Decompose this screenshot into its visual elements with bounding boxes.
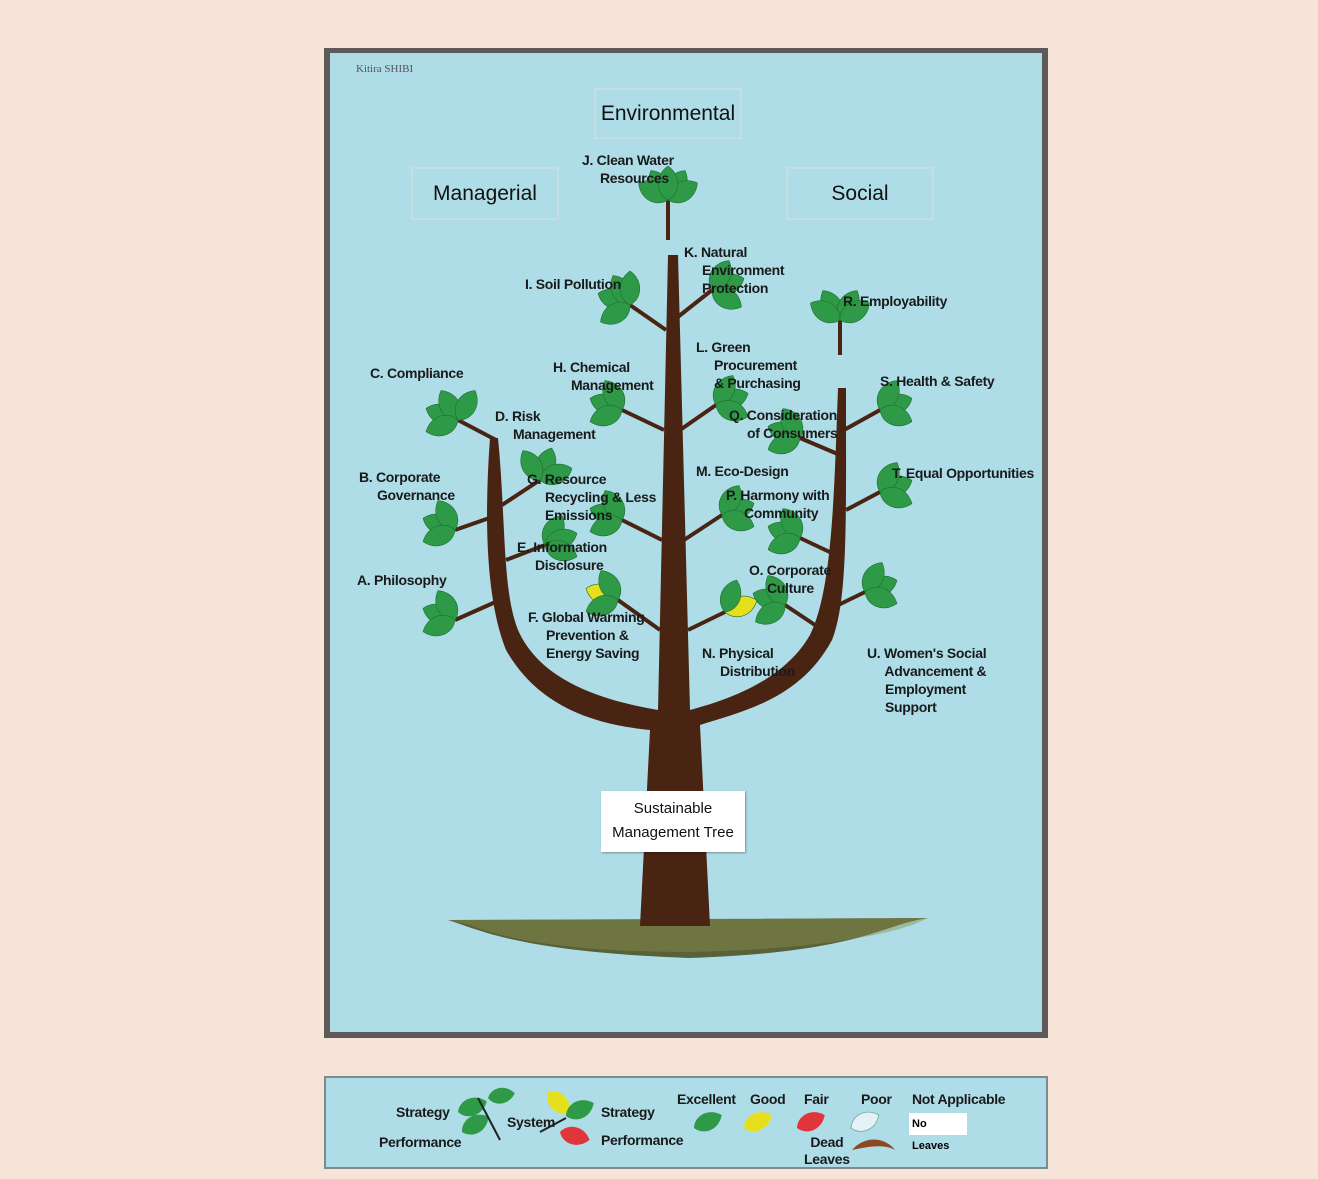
branch-label-a: A. Philosophy bbox=[357, 571, 446, 589]
legend-excellent: Excellent bbox=[677, 1091, 736, 1107]
branch-label-g: G. Resource Recycling & Less Emissions bbox=[527, 470, 656, 524]
branch-label-k: K. Natural Environment Protection bbox=[684, 243, 784, 297]
branch-label-s: S. Health & Safety bbox=[880, 372, 994, 390]
branch-label-m: M. Eco-Design bbox=[696, 462, 789, 480]
branch-label-i: I. Soil Pollution bbox=[525, 275, 621, 293]
branch-label-q: Q. Consideration of Consumers bbox=[729, 406, 837, 442]
legend-poor: Poor bbox=[861, 1091, 892, 1107]
branch-label-e: E. Information Disclosure bbox=[517, 538, 607, 574]
branch-label-h: H. Chemical Management bbox=[553, 358, 654, 394]
legend-not-applicable: Not Applicable bbox=[912, 1091, 1005, 1107]
branch-label-r: R. Employability bbox=[843, 292, 947, 310]
branch-label-p: P. Harmony with Community bbox=[726, 486, 829, 522]
branch-label-b: B. Corporate Governance bbox=[359, 468, 455, 504]
legend-strategy-left: Strategy bbox=[396, 1104, 450, 1120]
legend-system: System bbox=[507, 1114, 555, 1130]
branch-label-l: L. Green Procurement & Purchasing bbox=[696, 338, 801, 392]
tree-sign: Sustainable Management Tree bbox=[601, 791, 745, 852]
branch-label-u: U. Women's Social Advancement & Employme… bbox=[867, 644, 986, 716]
legend-dead-leaves: Dead Leaves bbox=[804, 1134, 850, 1168]
sign-line-2: Management Tree bbox=[601, 821, 745, 845]
legend-fair: Fair bbox=[804, 1091, 828, 1107]
legend-performance-right: Performance bbox=[601, 1132, 683, 1148]
branch-label-o: O. Corporate Culture bbox=[749, 561, 831, 597]
branch-label-j: J. Clean Water Resources bbox=[582, 151, 674, 187]
category-environmental: Environmental bbox=[594, 88, 742, 139]
legend-good: Good bbox=[750, 1091, 785, 1107]
branch-label-d: D. Risk Management bbox=[495, 407, 596, 443]
branch-label-c: C. Compliance bbox=[370, 364, 463, 382]
category-managerial: Managerial bbox=[411, 167, 559, 220]
legend-strategy-right: Strategy bbox=[601, 1104, 655, 1120]
legend-performance-left: Performance bbox=[379, 1134, 461, 1150]
legend-no-leaves: No Leaves bbox=[909, 1113, 967, 1135]
branch-label-n: N. Physical Distribution bbox=[702, 644, 795, 680]
category-social: Social bbox=[786, 167, 934, 220]
branch-label-f: F. Global Warming Prevention & Energy Sa… bbox=[528, 608, 645, 662]
sign-line-1: Sustainable bbox=[601, 797, 745, 821]
branch-label-t: T. Equal Opportunities bbox=[892, 464, 1034, 482]
